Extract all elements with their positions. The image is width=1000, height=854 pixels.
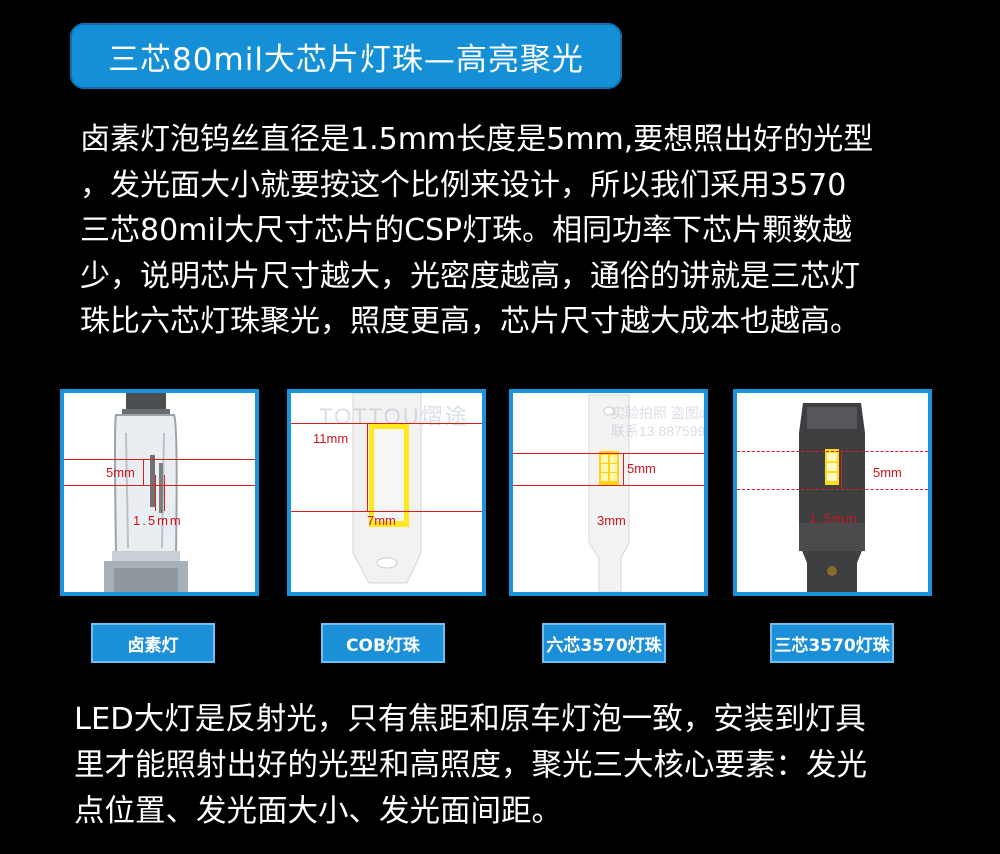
watermark: 联系13 8875993	[611, 423, 708, 439]
watermark: 实验拍照 盗图必究	[611, 405, 704, 421]
dimension-line	[367, 423, 368, 511]
length-label: 5mm	[106, 465, 135, 480]
watermark: TOTTOU熠途	[319, 404, 469, 429]
three-chip-led-illustration	[799, 403, 865, 592]
text-line: ，发光面大小就要按这个比例来设计，所以我们采用3570	[80, 167, 847, 203]
cob-panel: TOTTOU熠途 11mm 7mm	[287, 389, 486, 596]
dimension-line	[623, 453, 624, 485]
halogen-bulb-panel: 5mm 1.5mm	[60, 389, 259, 596]
dimension-line	[841, 451, 842, 489]
cob-label: COB灯珠	[321, 623, 445, 663]
text-line: 三芯80mil大尺寸芯片的CSP灯珠。相同功率下芯片颗数越	[80, 213, 853, 248]
dimension-line	[291, 423, 482, 424]
title-badge: 三芯80mil大芯片灯珠—高亮聚光	[70, 23, 622, 89]
six-chip-panel: 实验拍照 盗图必究 联系13 8875993 5mm 3mm	[509, 389, 708, 596]
length-label: 11mm	[313, 431, 349, 446]
dimension-line	[164, 475, 165, 511]
text-line: 珠比六芯灯珠聚光，照度更高，芯片尺寸越大成本也越高。	[80, 304, 860, 339]
length-label: 5mm	[627, 461, 656, 476]
intro-paragraph: 卤素灯泡钨丝直径是1.5mm长度是5mm,要想照出好的光型 ，发光面大小就要按这…	[80, 117, 960, 345]
width-label: 3mm	[597, 513, 626, 528]
dimension-line	[64, 485, 255, 486]
six-chip-label: 六芯3570灯珠	[542, 623, 666, 663]
six-chip-led-illustration	[588, 394, 630, 592]
dimension-line	[513, 453, 704, 454]
text-line: LED大灯是反射光，只有焦距和原车灯泡一致，安装到灯具	[74, 702, 866, 737]
dimension-line	[737, 489, 928, 490]
dimension-line	[64, 459, 255, 460]
text-line: 里才能照射出好的光型和高照度，聚光三大核心要素：发光	[74, 748, 867, 783]
text-line: 少，说明芯片尺寸越大，光密度越高，通俗的讲就是三芯灯	[80, 258, 860, 294]
text-line: 点位置、发光面大小、发光面间距。	[74, 794, 562, 829]
length-label: 5mm	[873, 465, 902, 480]
page-title: 三芯80mil大芯片灯珠—高亮聚光	[108, 41, 584, 78]
text-line: 卤素灯泡钨丝直径是1.5mm长度是5mm,要想照出好的光型	[80, 122, 874, 157]
dimension-line	[143, 459, 144, 485]
dimension-line	[291, 511, 482, 512]
halogen-bulb-illustration	[104, 393, 188, 592]
halogen-bulb-label: 卤素灯	[91, 623, 215, 663]
diameter-label: 1.5mm	[809, 511, 859, 526]
cob-led-illustration	[352, 393, 422, 584]
diameter-label: 1.5mm	[133, 513, 183, 528]
three-chip-label: 三芯3570灯珠	[770, 623, 894, 663]
width-label: 7mm	[367, 513, 396, 528]
dimension-line	[513, 485, 704, 486]
three-chip-panel: 5mm 1.5mm	[733, 389, 932, 596]
dimension-line	[155, 475, 156, 511]
conclusion-paragraph: LED大灯是反射光，只有焦距和原车灯泡一致，安装到灯具 里才能照射出好的光型和高…	[74, 697, 974, 835]
dimension-line	[737, 451, 928, 452]
